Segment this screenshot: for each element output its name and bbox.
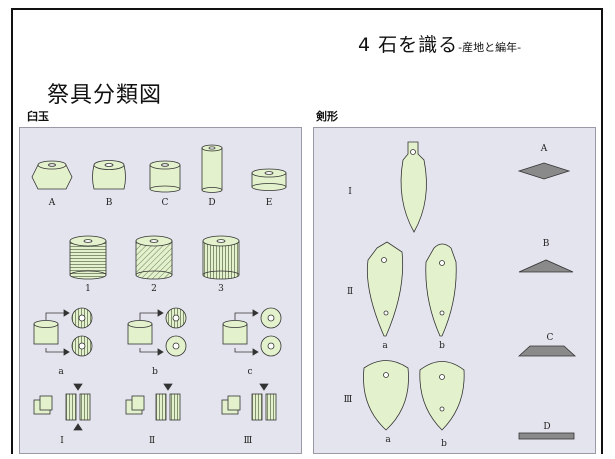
label-cut-2: Ⅱ bbox=[149, 436, 155, 446]
label-section-c: C bbox=[547, 333, 554, 343]
bead-surface-3 bbox=[202, 235, 240, 280]
bead-shape-e bbox=[251, 168, 287, 191]
label-section-a: A bbox=[540, 144, 548, 154]
label-cut-3: Ⅲ bbox=[244, 436, 253, 446]
label-variant-2b: b bbox=[439, 341, 445, 351]
sword-type-2a bbox=[367, 241, 404, 337]
kenkei-panel: Ⅰ Ⅱ Ⅲ a b a b A B C D bbox=[313, 127, 596, 454]
label-shape-d: D bbox=[208, 198, 215, 208]
label-section-a: a bbox=[58, 367, 64, 377]
label-variant-2a: a bbox=[382, 341, 388, 351]
bead-surface-2 bbox=[135, 235, 173, 280]
bead-shape-d bbox=[201, 144, 223, 193]
bead-shape-a bbox=[31, 160, 73, 190]
sword-type-1 bbox=[400, 141, 427, 233]
usudama-diagram: A B C D E 1 2 3 a b c Ⅰ Ⅱ Ⅲ bbox=[31, 144, 287, 446]
label-variant-3b: b bbox=[441, 439, 447, 449]
label-section-b: B bbox=[543, 239, 550, 249]
kenkei-diagram: Ⅰ Ⅱ Ⅲ a b a b A B C D bbox=[344, 141, 577, 449]
label-shape-a: A bbox=[48, 198, 56, 208]
label-type-1: Ⅰ bbox=[348, 187, 352, 197]
label-surface-3: 3 bbox=[218, 284, 224, 294]
label-variant-3a: a bbox=[385, 435, 391, 445]
label-section-b: b bbox=[152, 367, 158, 377]
chapter-title-text: 4 石を識る bbox=[358, 34, 459, 56]
bead-shape-b bbox=[92, 160, 126, 190]
label-cut-1: Ⅰ bbox=[60, 436, 64, 446]
section-b-triangle bbox=[518, 259, 574, 273]
label-type-3: Ⅲ bbox=[344, 395, 353, 405]
page-title: 祭具分類図 bbox=[47, 83, 163, 108]
sword-type-3a bbox=[363, 360, 409, 431]
sword-type-2b bbox=[425, 243, 457, 337]
bead-cut-3 bbox=[221, 383, 277, 421]
bead-surface-1 bbox=[69, 235, 107, 280]
kenkei-label: 剣形 bbox=[316, 110, 338, 123]
label-shape-b: B bbox=[106, 198, 113, 208]
label-shape-c: C bbox=[162, 198, 169, 208]
usudama-panel: A B C D E 1 2 3 a b c Ⅰ Ⅱ Ⅲ bbox=[19, 127, 302, 454]
section-c-trapezoid bbox=[517, 345, 577, 357]
bead-section-c bbox=[222, 307, 282, 357]
label-surface-1: 1 bbox=[85, 284, 91, 294]
section-a-rhombus bbox=[517, 162, 571, 180]
bead-cut-2 bbox=[125, 383, 181, 421]
page-frame bbox=[11, 8, 603, 454]
bead-section-a bbox=[33, 307, 93, 357]
label-section-d: D bbox=[543, 422, 550, 432]
label-surface-2: 2 bbox=[151, 284, 157, 294]
chapter-title: 4 石を識る-産地と編年- bbox=[358, 30, 521, 57]
bead-shape-c bbox=[149, 160, 181, 193]
bead-cut-1 bbox=[33, 383, 91, 431]
label-type-2: Ⅱ bbox=[347, 287, 353, 297]
bead-section-b bbox=[127, 307, 187, 357]
label-section-c: c bbox=[247, 367, 252, 377]
usudama-label: 臼玉 bbox=[27, 110, 49, 123]
sword-type-3b bbox=[419, 361, 465, 431]
chapter-subtitle: -産地と編年- bbox=[458, 41, 522, 54]
label-shape-e: E bbox=[266, 198, 273, 208]
section-d-rect bbox=[518, 432, 575, 440]
